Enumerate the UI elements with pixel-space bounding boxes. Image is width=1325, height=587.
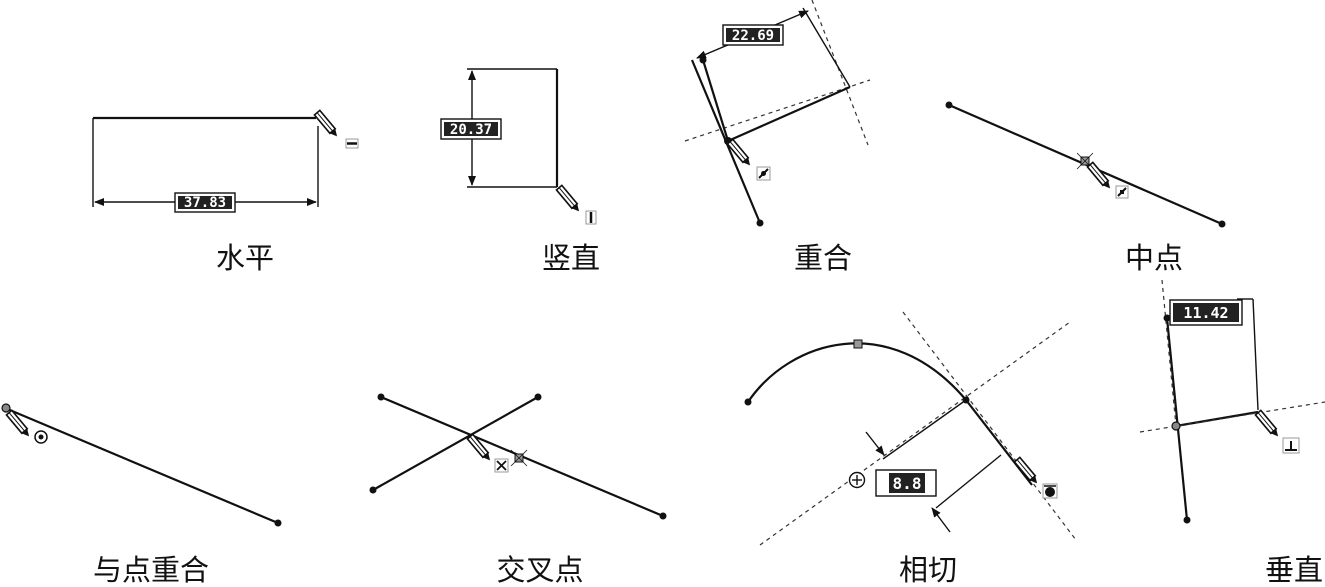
vertical-constraint-icon xyxy=(585,210,597,225)
perpendicular-constraint-icon xyxy=(1282,437,1300,454)
panel-coincident: 22.69 重合 xyxy=(684,0,871,275)
panel-point-coincident: 与点重合 xyxy=(1,403,282,587)
horizontal-constraint-icon xyxy=(345,138,359,149)
caption-horizontal: 水平 xyxy=(216,241,274,275)
panel-midpoint: 中点 xyxy=(945,101,1226,275)
pencil-cursor-icon xyxy=(1013,456,1041,487)
intersection-constraint-icon xyxy=(494,458,509,473)
dimension-box[interactable]: 22.69 xyxy=(722,24,784,46)
panel-vertical: 20.37 竖直 xyxy=(440,68,600,275)
svg-text:22.69: 22.69 xyxy=(732,28,774,44)
svg-text:20.37: 20.37 xyxy=(450,122,492,138)
midpoint-constraint-icon xyxy=(1115,185,1129,199)
pencil-cursor-icon xyxy=(1086,161,1114,192)
caption-point-coincident: 与点重合 xyxy=(93,553,209,587)
panel-perpendicular: 11.42 垂直 xyxy=(1139,279,1325,587)
pencil-cursor-icon xyxy=(555,184,583,215)
coincident-constraint-icon xyxy=(756,166,771,181)
caption-vertical: 竖直 xyxy=(542,241,600,275)
svg-text:11.42: 11.42 xyxy=(1183,304,1228,322)
caption-tangent: 相切 xyxy=(899,553,957,587)
pencil-cursor-icon xyxy=(1254,409,1282,440)
dimension-box[interactable]: 8.8 xyxy=(875,469,937,497)
caption-intersection: 交叉点 xyxy=(496,553,583,587)
dimension-box[interactable]: 11.42 xyxy=(1169,299,1243,326)
tangent-constraint-icon xyxy=(1042,483,1058,499)
dimension-box[interactable]: 37.83 xyxy=(174,192,236,213)
point-coincident-constraint-icon xyxy=(34,430,48,444)
caption-coincident: 重合 xyxy=(794,241,852,275)
center-point-icon xyxy=(848,471,866,489)
intersection-marker xyxy=(510,449,528,467)
dimension-box[interactable]: 20.37 xyxy=(440,118,502,140)
panel-tangent: 8.8 相切 xyxy=(744,311,1077,587)
caption-midpoint: 中点 xyxy=(1125,241,1183,275)
panel-horizontal: 37.83 水平 xyxy=(92,109,359,275)
caption-perpendicular: 垂直 xyxy=(1265,553,1323,587)
svg-text:37.83: 37.83 xyxy=(184,195,226,211)
panel-intersection: 交叉点 xyxy=(369,393,667,587)
svg-text:8.8: 8.8 xyxy=(893,474,922,493)
